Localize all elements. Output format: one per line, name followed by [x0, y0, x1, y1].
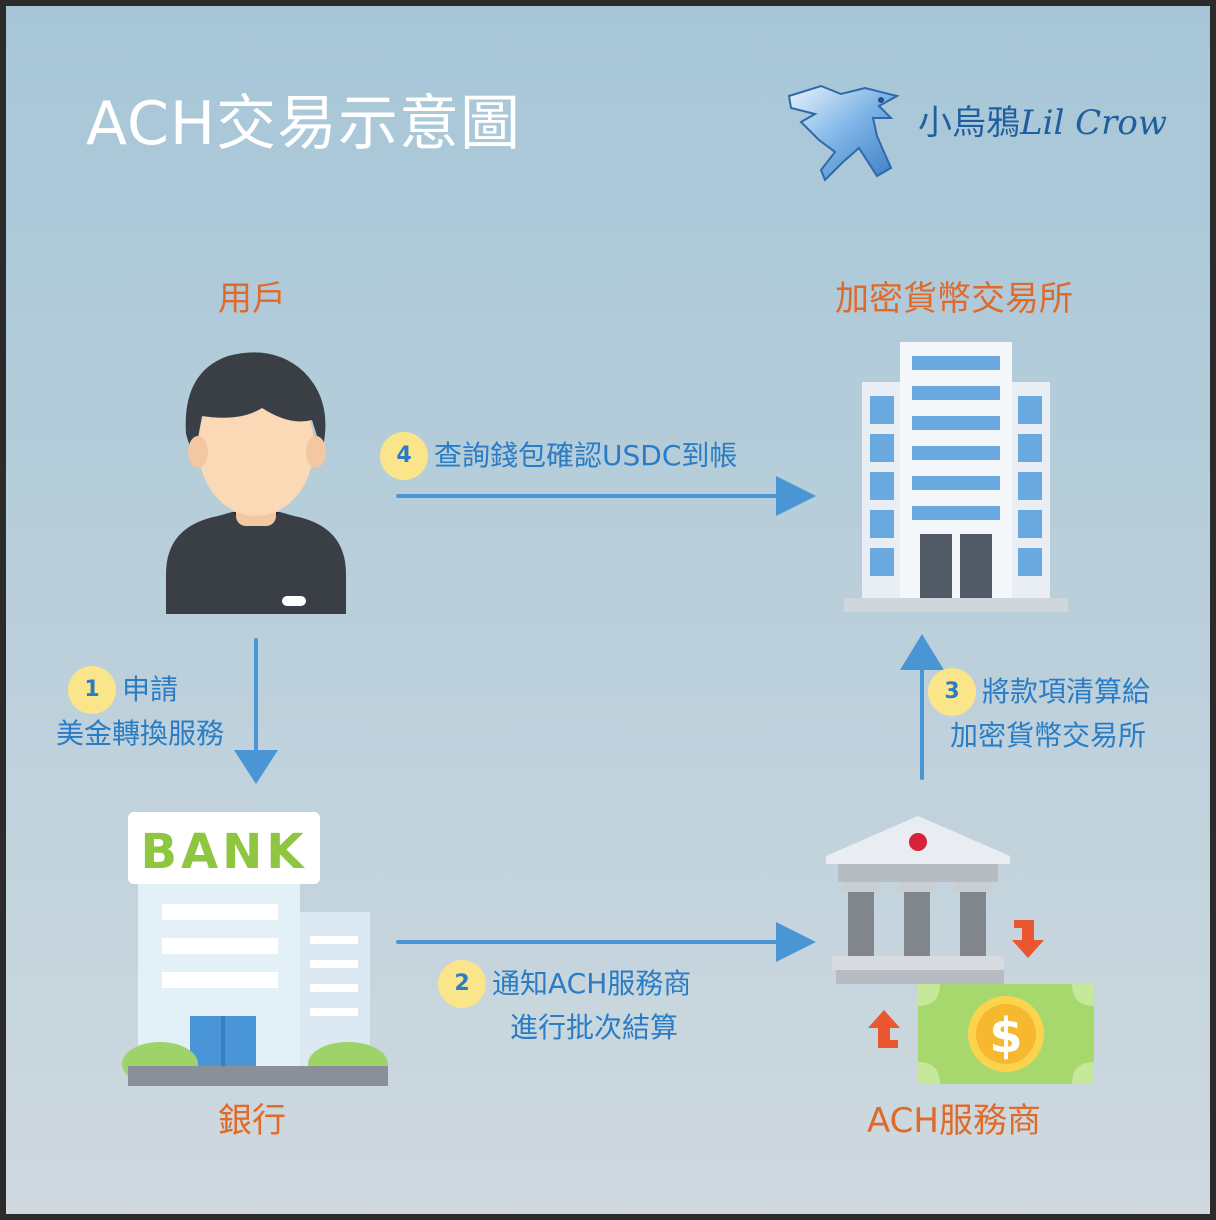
- arrowhead-up: [900, 634, 944, 670]
- step-1-line1: 申請: [122, 673, 179, 706]
- arrowhead-right-top: [776, 476, 816, 516]
- flow-arrows: [234, 476, 944, 962]
- step-4-line1: 查詢錢包確認USDC到帳: [434, 439, 738, 472]
- arrowhead-down: [234, 750, 278, 784]
- step-4-badge: 4: [380, 432, 428, 480]
- user-icon: [166, 352, 346, 614]
- step-2-badge: 2: [438, 960, 486, 1008]
- ach-provider-icon: $: [826, 816, 1094, 1084]
- step-1-badge: 1: [68, 666, 116, 714]
- brand-name-en: Lil Crow: [1020, 103, 1167, 143]
- step-4-text: 查詢錢包確認USDC到帳: [434, 434, 737, 477]
- exchange-building-icon: [844, 342, 1068, 612]
- bank-label: 銀行: [218, 1101, 286, 1141]
- step-2-line1: 通知ACH服務商: [492, 967, 692, 1000]
- brand-name: 小烏鴉Lil Crow: [918, 106, 1167, 140]
- page-title: ACH交易示意圖: [86, 89, 522, 159]
- user-label: 用戶: [218, 279, 286, 319]
- step-3-badge: 3: [928, 668, 976, 716]
- step-1-line2: 美金轉換服務: [56, 717, 225, 750]
- step-2-line2: 進行批次結算: [510, 1011, 679, 1044]
- exchange-label: 加密貨幣交易所: [835, 279, 1073, 319]
- crow-logo-icon: [787, 84, 900, 182]
- step-3-line2: 加密貨幣交易所: [950, 719, 1147, 752]
- arrowhead-right-bottom: [776, 922, 816, 962]
- ach-provider-label: ACH服務商: [867, 1101, 1041, 1141]
- dollar-sign-text: $: [989, 1008, 1022, 1064]
- diagram-canvas: ACH交易示意圖 小烏鴉Lil Crow 用戶 加密貨幣交易所 銀行 ACH服務…: [6, 6, 1210, 1214]
- bank-building-icon: BANK: [122, 812, 388, 1086]
- step-3-line1: 將款項清算給: [982, 675, 1151, 708]
- bank-sign-text: BANK: [140, 824, 307, 880]
- brand-name-zh: 小烏鴉: [918, 103, 1020, 143]
